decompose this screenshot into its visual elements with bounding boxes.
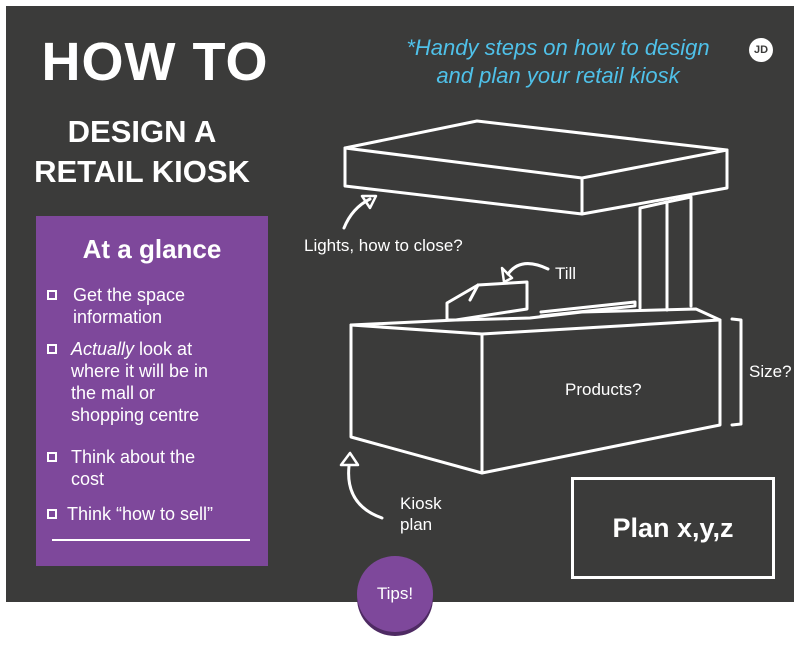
support-pillar <box>638 195 693 312</box>
author-monogram-logo: JD <box>749 38 773 62</box>
glance-item-3-line-2: cost <box>71 469 105 489</box>
glance-divider <box>52 539 250 541</box>
till-body <box>445 280 529 322</box>
glance-item-4: Think “how to sell” <box>67 503 213 525</box>
page-title: HOW TO <box>41 32 269 92</box>
glance-item-2-line-4: shopping centre <box>71 405 200 425</box>
tagline-line-2: and plan your retail kiosk <box>436 63 680 88</box>
canopy-top <box>343 119 729 180</box>
counter-side <box>480 318 722 475</box>
tips-button[interactable]: Tips! <box>357 556 433 632</box>
at-a-glance-title: At a glance <box>82 234 222 264</box>
size-label: Size? <box>749 362 792 381</box>
glance-item-1: Get the space information <box>73 284 185 328</box>
tips-button-label: Tips! <box>376 584 414 603</box>
size-bracket <box>730 317 743 427</box>
lights-arrow <box>342 197 372 230</box>
till-arrowhead <box>500 266 514 284</box>
lights-label: Lights, how to close? <box>304 236 463 255</box>
glance-item-2-line-2: where it will be in <box>71 361 209 381</box>
kiosk-plan-arrowhead <box>339 451 360 467</box>
subtitle-line-2: RETAIL KIOSK <box>34 154 250 189</box>
till-label: Till <box>555 264 577 283</box>
glance-item-2: Actually look at where it will be in the… <box>71 338 208 426</box>
till-arrow <box>506 262 550 276</box>
at-a-glance-panel: At a glance Get the space information Ac… <box>36 216 268 566</box>
till-screen-edge <box>468 283 480 302</box>
checkbox-bullet-icon <box>47 452 57 462</box>
kiosk-plan-label: Kiosk plan <box>400 493 442 535</box>
plan-xyz-box: Plan x,y,z <box>571 477 775 579</box>
glance-item-3-line-1: Think about the <box>71 447 196 467</box>
checkbox-bullet-icon <box>47 344 57 354</box>
glance-item-4-line-1: Think “how to sell” <box>67 504 214 524</box>
subtitle-line-1: DESIGN A <box>67 114 217 149</box>
glance-item-1-line-2: information <box>73 307 163 327</box>
counter-top <box>349 307 722 336</box>
counter-front <box>349 323 484 475</box>
glance-item-2-line-1-rest: look at <box>134 339 193 359</box>
glance-item-2-emphasis: Actually <box>71 339 135 359</box>
products-label: Products? <box>565 380 642 399</box>
page-subtitle: DESIGN A RETAIL KIOSK <box>22 112 262 192</box>
glance-item-3: Think about the cost <box>71 446 195 490</box>
glance-item-2-line-1: Actually look at <box>71 338 208 360</box>
plan-xyz-label: Plan x,y,z <box>612 512 734 543</box>
kiosk-plan-label-line-2: plan <box>400 515 433 534</box>
glance-item-1-line-1: Get the space <box>73 285 186 305</box>
glance-item-2-line-3: the mall or <box>71 383 156 403</box>
kiosk-plan-arrow <box>347 464 384 520</box>
checkbox-bullet-icon <box>47 509 57 519</box>
canopy-side <box>580 148 729 216</box>
kiosk-plan-label-line-1: Kiosk <box>400 494 442 513</box>
tagline: *Handy steps on how to design and plan y… <box>378 34 738 90</box>
tagline-line-1: *Handy steps on how to design <box>406 35 710 60</box>
lights-arrowhead <box>360 194 378 210</box>
canopy-front <box>343 146 584 216</box>
checkbox-bullet-icon <box>47 290 57 300</box>
